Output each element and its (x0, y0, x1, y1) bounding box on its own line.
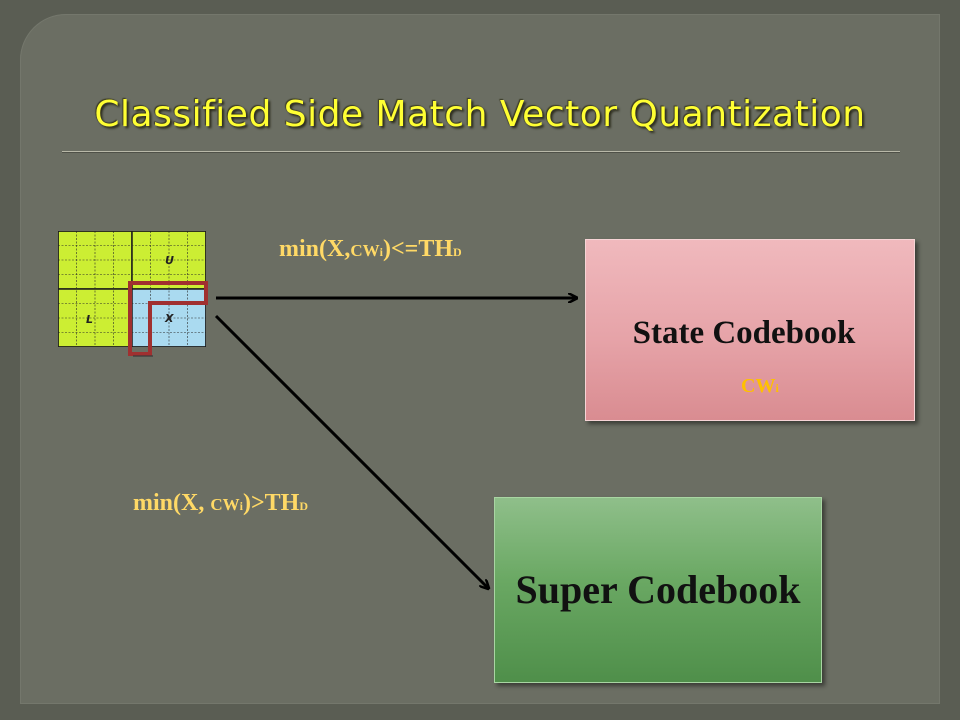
condition-state-cw: CW (350, 241, 380, 260)
condition-state-cw-sub: i (379, 245, 383, 259)
block-grid (58, 231, 206, 347)
side-match-outline (128, 281, 208, 356)
condition-state-prefix: min(X, (279, 236, 351, 262)
condition-super-th-sub: D (299, 499, 308, 513)
upper-block-label: U (165, 254, 174, 267)
state-codebook-box: State Codebook CWi (585, 239, 915, 421)
current-block-label: X (165, 312, 174, 325)
state-codebook-title: State Codebook (632, 315, 856, 351)
state-codebook-cw-sub: i (775, 381, 779, 395)
condition-state-label: min(X,CWi)<=THD (279, 236, 462, 263)
state-codebook-cw: CWi (741, 375, 779, 398)
condition-super-cw: CW (210, 495, 240, 514)
left-block-label: L (86, 313, 94, 326)
super-codebook-title: Super Codebook (515, 567, 801, 612)
slide-title: Classified Side Match Vector Quantizatio… (94, 94, 866, 135)
condition-super-prefix: min(X, (133, 490, 211, 516)
condition-state-suffix: )<=TH (382, 236, 453, 262)
super-codebook-box: Super Codebook (494, 497, 822, 683)
condition-super-cw-sub: i (239, 499, 243, 513)
arrow-to-super-codebook (214, 314, 488, 588)
state-codebook-cw-text: CW (741, 375, 776, 397)
condition-super-suffix: )>TH (242, 490, 300, 516)
condition-state-th-sub: D (453, 245, 462, 259)
condition-super-label: min(X, CWi)>THD (133, 490, 308, 517)
title-divider (62, 151, 900, 152)
